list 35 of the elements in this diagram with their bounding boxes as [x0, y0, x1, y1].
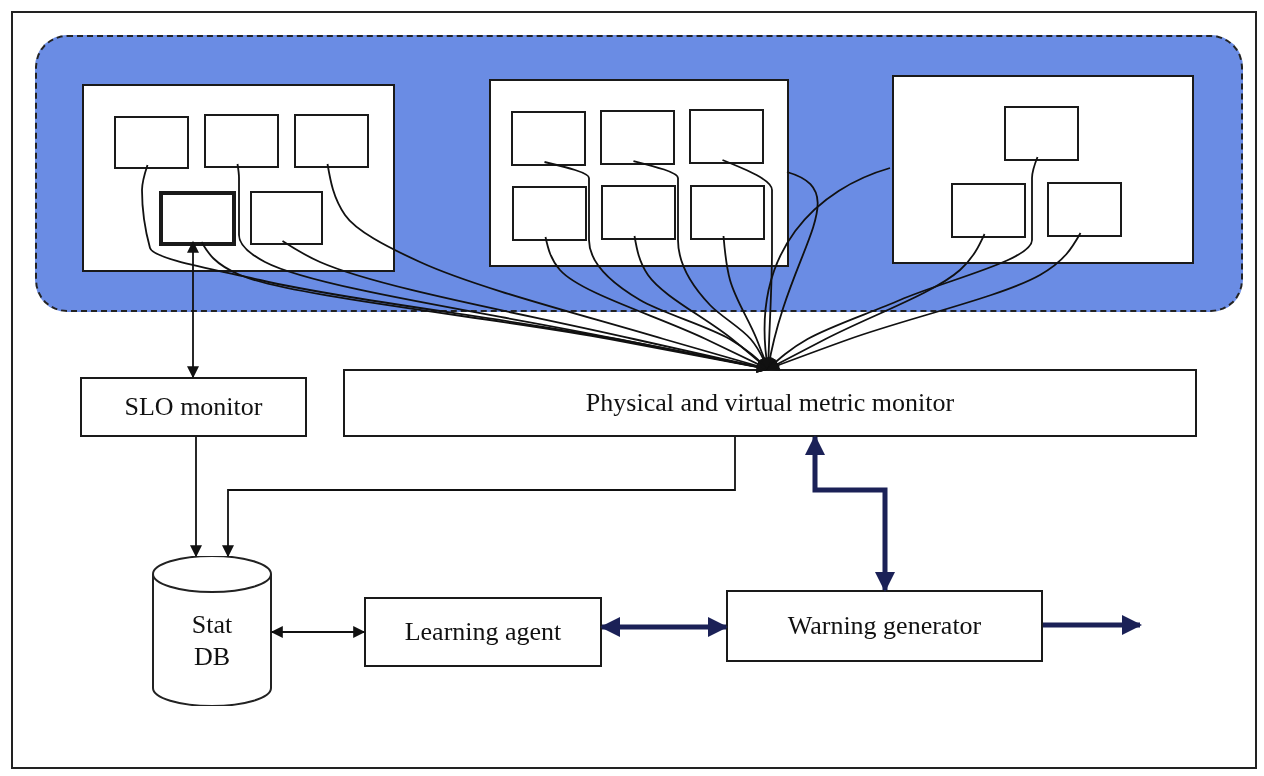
arrow: [1043, 615, 1142, 635]
node-label: Stat DB: [190, 608, 234, 673]
host-server-box: [82, 84, 395, 272]
host-server-box: [489, 79, 789, 267]
arrow: [190, 436, 202, 558]
node-label: SLO monitor: [124, 390, 263, 423]
process-box: [726, 590, 1043, 662]
host-server-box: [892, 75, 1194, 264]
arrow: [805, 435, 895, 592]
process-box: [80, 377, 307, 437]
virtual-machine-box: [511, 111, 586, 166]
virtual-machine-box: [512, 186, 587, 241]
process-box: [343, 369, 1197, 437]
virtual-machine-box: [1047, 182, 1122, 237]
virtual-machine-box: [601, 185, 676, 240]
node-label: Warning generator: [787, 609, 982, 642]
node-label: Learning agent: [404, 615, 562, 648]
virtual-machine-box: [159, 191, 236, 246]
virtual-machine-box: [689, 109, 764, 164]
arrow: [222, 436, 736, 558]
arrow: [600, 617, 728, 637]
process-box: [364, 597, 602, 667]
virtual-machine-box: [951, 183, 1026, 238]
virtual-machine-box: [294, 114, 369, 168]
cloud-region: [35, 35, 1243, 312]
database-cylinder: [152, 556, 272, 706]
virtual-machine-box: [114, 116, 189, 169]
arrow: [270, 626, 366, 638]
virtual-machine-box: [250, 191, 323, 245]
node-label: Physical and virtual metric monitor: [585, 386, 955, 419]
arrow: [187, 240, 199, 379]
virtual-machine-box: [1004, 106, 1079, 161]
virtual-machine-box: [690, 185, 765, 240]
virtual-machine-box: [204, 114, 279, 168]
virtual-machine-box: [600, 110, 675, 165]
